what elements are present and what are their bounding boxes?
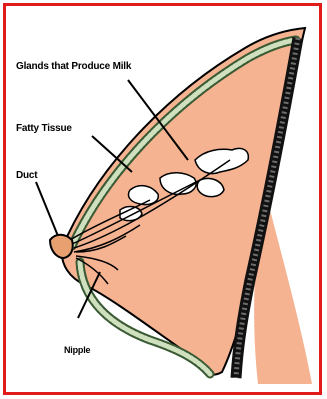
- label-fatty-tissue: Fatty Tissue: [16, 123, 72, 134]
- label-glands: Glands that Produce Milk: [16, 61, 131, 72]
- nipple: [50, 235, 73, 258]
- leader-duct: [36, 182, 58, 236]
- label-duct: Duct: [16, 170, 37, 181]
- label-nipple: Nipple: [64, 345, 90, 355]
